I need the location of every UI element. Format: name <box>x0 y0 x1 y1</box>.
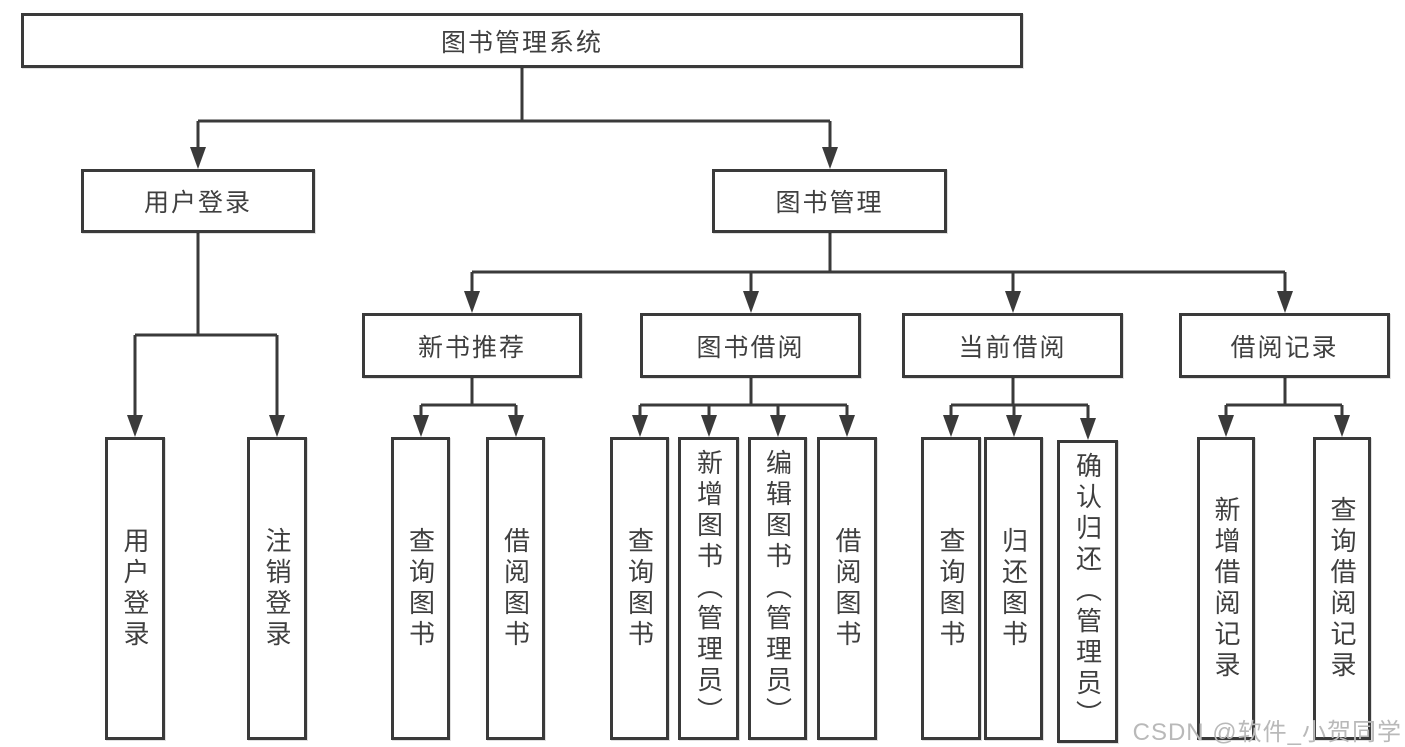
arrowhead <box>770 415 786 437</box>
node-leaf-bb-query: 查询图书 <box>610 437 669 740</box>
node-new-book-rec: 新书推荐 <box>362 313 582 378</box>
arrowhead <box>839 415 855 437</box>
arrowhead <box>1080 418 1096 440</box>
watermark: CSDN @软件_小贺同学 <box>1132 719 1402 746</box>
node-leaf-user-login: 用户登录 <box>105 437 165 740</box>
arrowhead <box>1334 415 1350 437</box>
node-leaf-nb-borrow: 借阅图书 <box>486 437 545 740</box>
node-user-login: 用户登录 <box>81 169 315 233</box>
arrowhead <box>464 291 480 313</box>
arrowhead <box>1005 291 1021 313</box>
arrowhead <box>508 415 524 437</box>
arrowhead <box>1277 291 1293 313</box>
arrowhead <box>822 147 838 169</box>
node-leaf-cb-confirm: 确认归还（管理员） <box>1057 440 1118 743</box>
node-leaf-cb-return: 归还图书 <box>984 437 1043 740</box>
node-leaf-br-query: 查询借阅记录 <box>1313 437 1371 740</box>
node-leaf-bb-edit: 编辑图书（管理员） <box>748 437 807 740</box>
arrowhead <box>190 147 206 169</box>
node-borrow-records: 借阅记录 <box>1179 313 1390 378</box>
node-leaf-br-add: 新增借阅记录 <box>1197 437 1255 740</box>
node-current-borrow: 当前借阅 <box>902 313 1123 378</box>
node-leaf-nb-query: 查询图书 <box>391 437 450 740</box>
arrowhead <box>632 415 648 437</box>
node-leaf-bb-add: 新增图书（管理员） <box>678 437 739 740</box>
arrowhead <box>1006 415 1022 437</box>
arrowhead <box>413 415 429 437</box>
node-book-borrow: 图书借阅 <box>640 313 861 378</box>
node-leaf-cb-query: 查询图书 <box>921 437 981 740</box>
arrowhead <box>269 415 285 437</box>
node-book-mgmt: 图书管理 <box>712 169 947 233</box>
arrowhead <box>943 415 959 437</box>
arrowhead <box>127 415 143 437</box>
node-leaf-bb-borrow: 借阅图书 <box>817 437 877 740</box>
node-root: 图书管理系统 <box>21 13 1023 68</box>
arrowhead <box>701 415 717 437</box>
node-leaf-logout: 注销登录 <box>247 437 307 740</box>
arrowhead <box>743 291 759 313</box>
arrowhead <box>1218 415 1234 437</box>
